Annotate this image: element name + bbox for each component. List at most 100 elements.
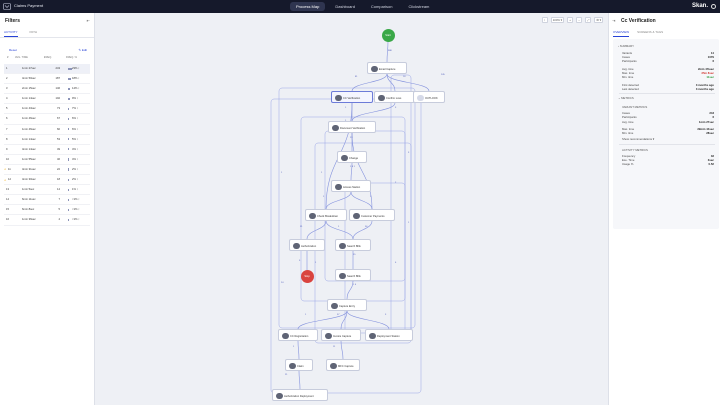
activity-node[interactable]: Claim [285,359,313,371]
reset-button[interactable]: Reset [9,48,17,52]
tab-screens-tags[interactable]: SCREENS & TAGS [637,30,664,34]
row-frequency-pct: <1% ↕ [72,218,80,222]
activity-node[interactable]: Email Capture [367,62,407,74]
stop-node[interactable]: Stop [300,269,314,283]
activity-node[interactable]: CC Registration [278,329,318,341]
zoom-in-button[interactable]: + [567,17,574,23]
tab-activity[interactable]: ACTIVITY [4,30,18,37]
row-frequency-pct: 18% ↕ [72,77,80,81]
activity-node[interactable]: OUTLOOK [413,91,445,103]
flow-edge [346,280,354,300]
metric-label: Exe. Time [622,157,635,162]
activity-node[interactable]: Check Breakdown [305,209,347,221]
activity-node[interactable]: CC Verification [331,91,373,103]
activity-node[interactable]: Invoice Capture [321,329,361,341]
activity-node[interactable]: Authorization [289,239,325,251]
activity-node[interactable]: Document Verification [328,121,376,133]
row-avg-time: 1min 46sec [22,117,36,121]
collapse-panel-icon[interactable]: ⇤ [86,18,90,23]
start-node[interactable]: Start [381,28,395,42]
row-frequency: 53 [57,137,60,141]
col-freq-pct[interactable]: FREQ. % [66,56,77,59]
activity-node[interactable]: Customer Payments [349,209,395,221]
summary-section-title[interactable]: › SUMMARY [618,44,634,48]
metric-value: 6 [712,115,714,120]
activity-node[interactable]: Search Bills [335,269,371,281]
fullscreen-icon[interactable]: ⤢ [585,17,592,23]
frequency-bar [68,208,69,211]
metric-label: Frequency [622,153,636,158]
row-frequency: 22 [57,167,60,171]
tab-path[interactable]: PATH [29,30,38,34]
edit-button[interactable]: ✎ Edit [78,48,87,52]
details-title: Cc Verification [621,18,656,24]
show-recommendations-button[interactable]: Show recommendations ▾ [622,136,655,141]
edge-frequency-label: 1 [370,196,372,198]
metric-label: Cases [622,111,630,116]
row-number: 11 [8,167,11,171]
zoom-select[interactable]: 100% ▾ [550,17,565,23]
app-logo-icon [3,3,11,10]
zoom-out-button[interactable]: − [576,17,583,23]
settings-select[interactable]: ⚙ ▾ [594,17,603,23]
tab-dashboard[interactable]: Dashboard [335,4,355,9]
frequency-bar [68,128,70,131]
tab-overview[interactable]: OVERVIEW [613,30,630,37]
activity-icon [339,272,346,280]
activity-node[interactable]: Confirm Loss [374,91,416,103]
metric-label: Last detected [622,87,639,91]
activity-node[interactable]: Access Station [331,180,371,192]
activity-node[interactable]: Search Bills [335,239,371,251]
metric-value: 35m 8sec [701,71,714,76]
activity-label: Customer Payments [361,214,385,218]
frequency-bar [68,87,71,90]
pencil-icon: ✎ [78,48,81,52]
fit-icon[interactable]: ↕ [541,17,548,23]
activity-icon [339,242,346,250]
row-number: 4 [6,97,8,101]
top-bar: Claims Payment Process Map Dashboard Com… [0,0,720,13]
col-avg-time[interactable]: AVG. TIME [15,56,28,59]
activity-icon [282,332,289,340]
metric-value: 3sec [707,157,714,162]
activity-node[interactable]: MFC Capture [326,359,360,371]
flow-edge [351,102,396,122]
activity-icon [276,392,283,400]
tab-clickstream[interactable]: Clickstream [408,4,430,9]
metric-value: 2min 4%sec [697,66,714,71]
collapse-details-icon[interactable]: ⇥ [612,18,616,23]
activity-node[interactable]: Change [337,151,367,163]
variant-metrics-title: VARIANT METRICS [622,105,648,110]
activity-label: Authorization [301,244,317,248]
tab-process-map[interactable]: Process Map [290,2,326,11]
frequency-bar [68,117,70,121]
frequency-bar [68,168,69,171]
tab-comparison[interactable]: Comparison [370,4,393,9]
activity-node[interactable]: Deployment Station [365,329,413,341]
help-icon[interactable] [711,4,716,9]
activity-icon [309,212,316,220]
metrics-section-title[interactable]: ⌄ METRICS [618,96,634,101]
activity-node[interactable]: Capture Entry [327,299,367,311]
activity-node[interactable]: Authorization Deployment [272,389,328,401]
